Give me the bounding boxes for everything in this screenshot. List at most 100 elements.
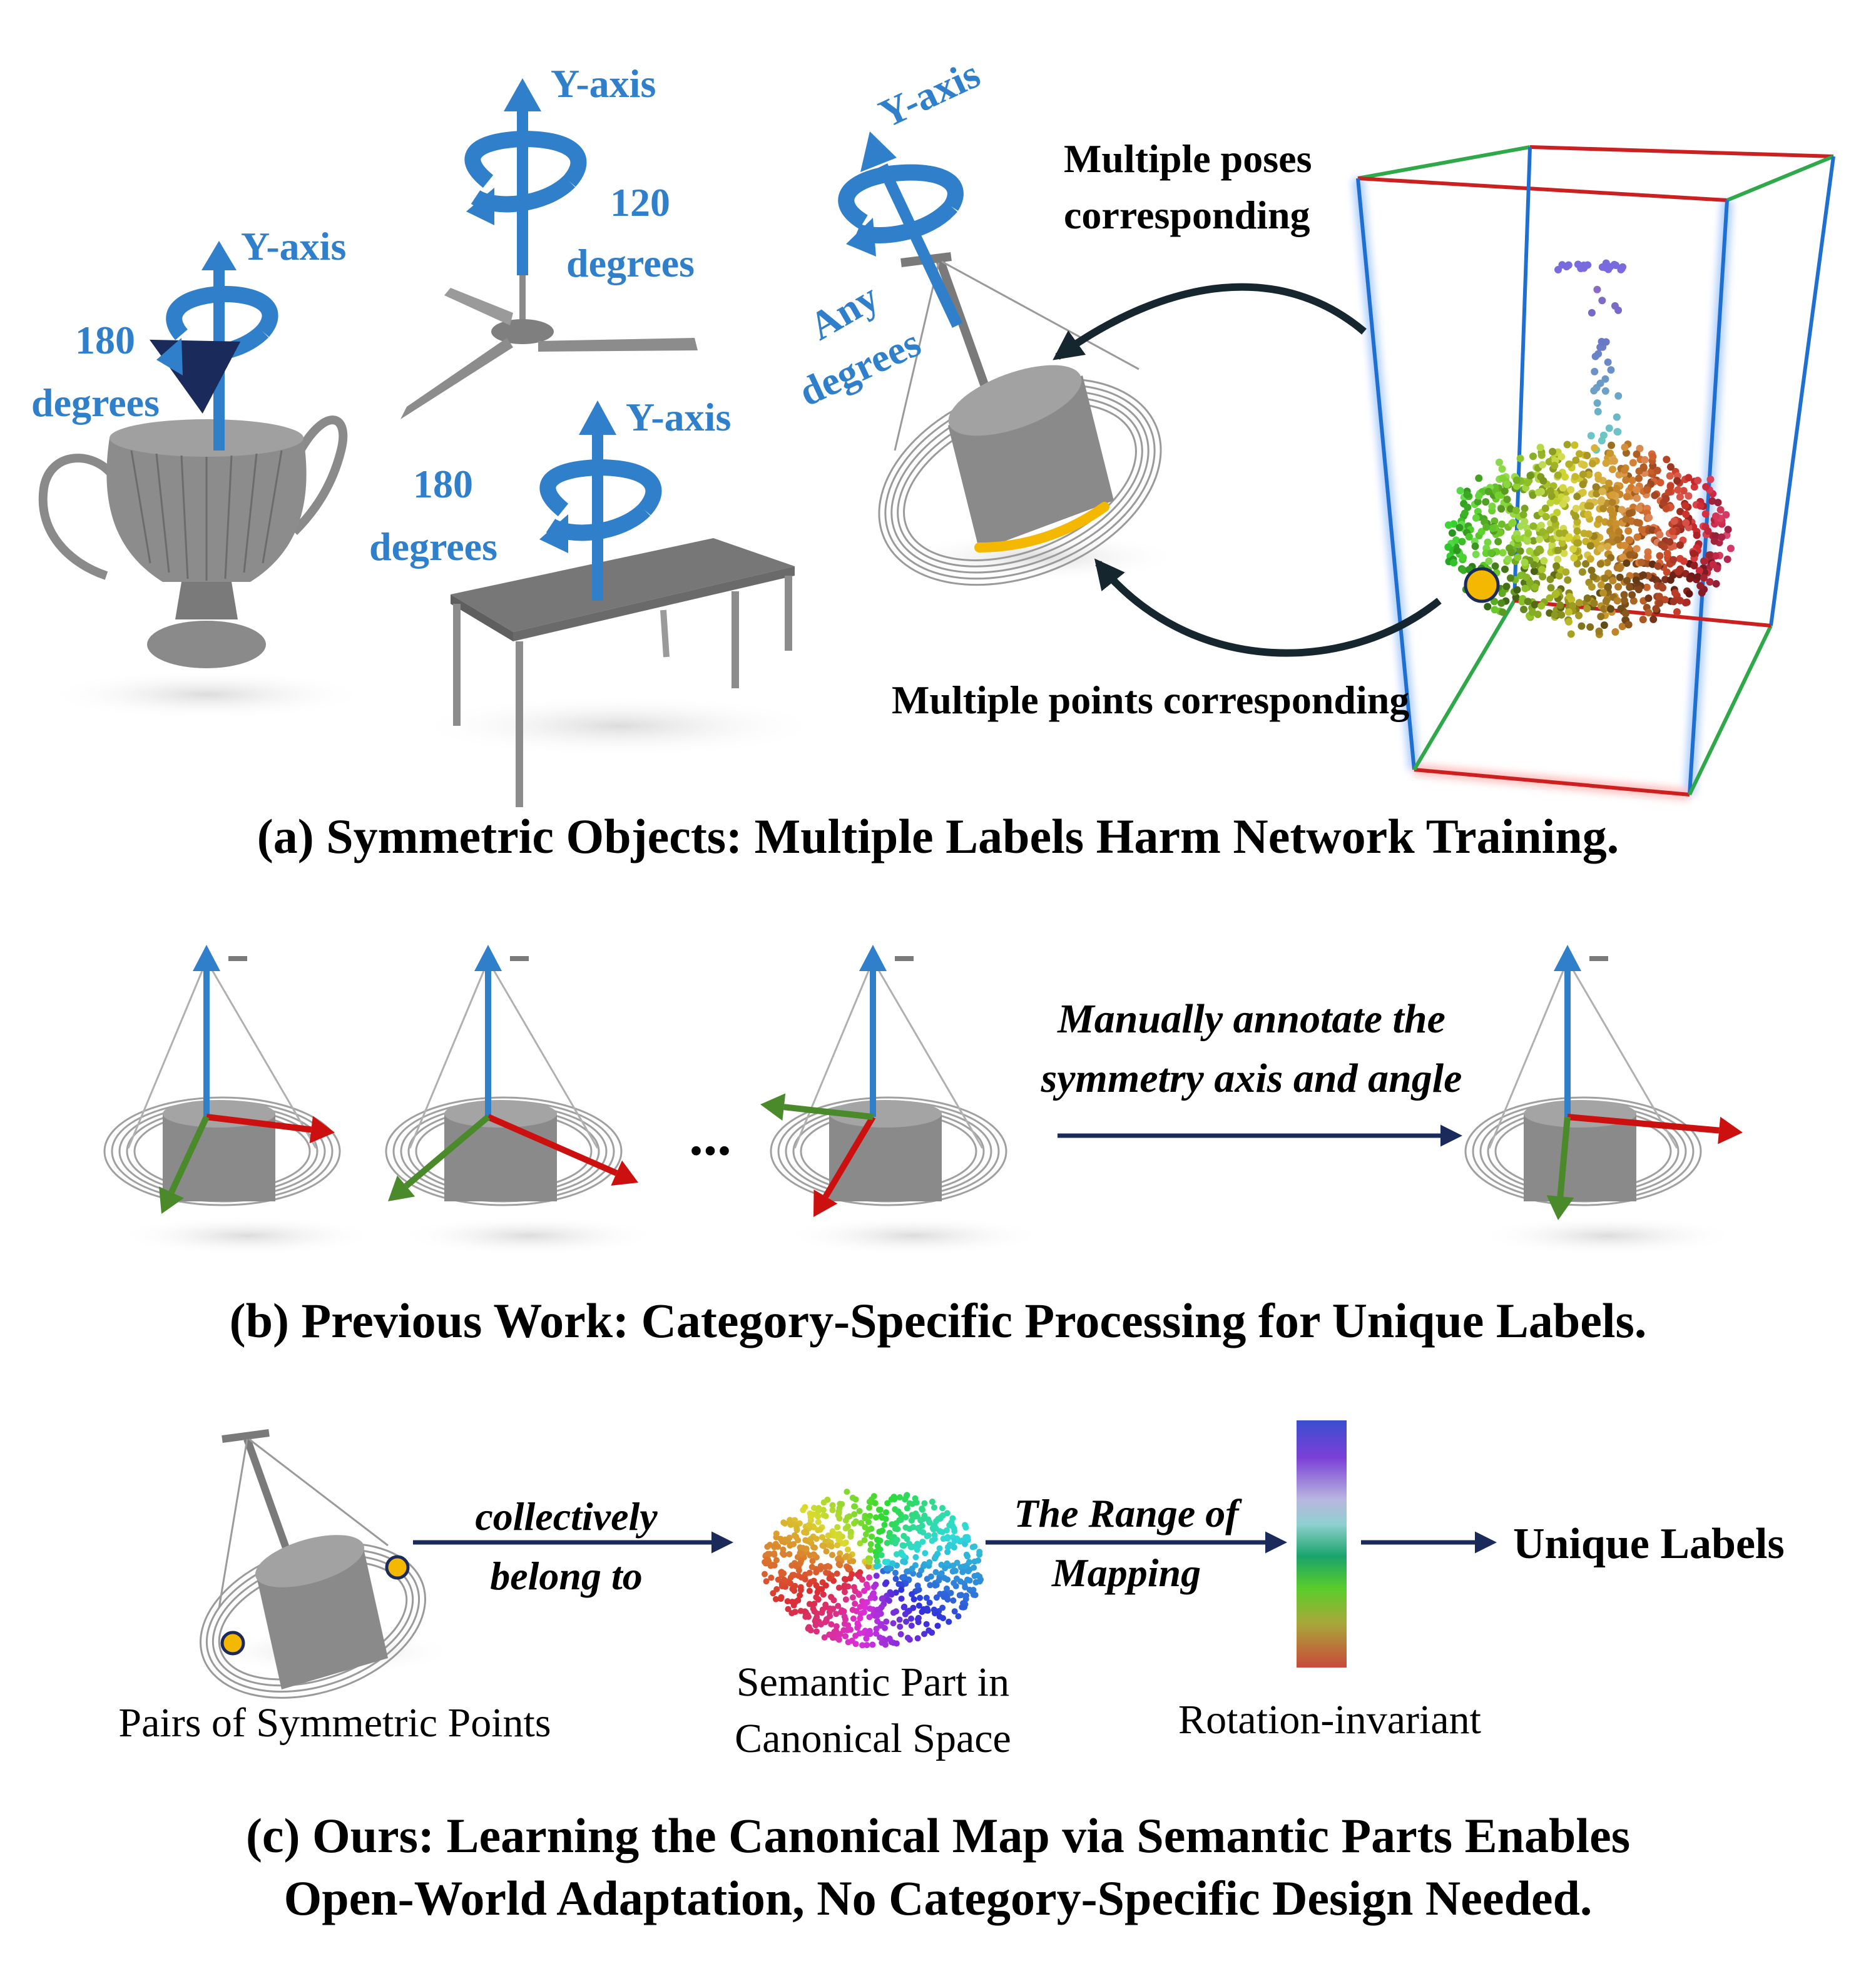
cloud-point	[1726, 544, 1735, 553]
cloud-point	[900, 1558, 907, 1565]
cloud-point	[1685, 492, 1693, 500]
cloud-point	[1498, 465, 1506, 473]
cloud-point	[872, 1514, 879, 1521]
cloud-point	[1666, 576, 1675, 584]
cloud-point	[1604, 584, 1612, 592]
cloud-point	[842, 1633, 849, 1640]
cloud-point	[921, 1500, 928, 1507]
cloud-point	[1509, 519, 1517, 527]
cloud-point	[1497, 599, 1506, 607]
cloud-point	[1668, 527, 1676, 536]
cloud-point	[1573, 492, 1581, 501]
cloud-point	[930, 1504, 937, 1511]
cloud-point	[1676, 507, 1685, 516]
cloud-point	[1709, 560, 1717, 568]
cloud-point	[841, 1540, 848, 1547]
cloud-point	[1623, 559, 1631, 568]
cloud-point	[1638, 526, 1646, 534]
cloud-point	[889, 1560, 896, 1567]
cloud-point	[1696, 582, 1705, 590]
cloud-point	[1582, 560, 1590, 568]
symmetric-lamp	[200, 1429, 457, 1699]
cloud-point	[820, 1542, 827, 1549]
cloud-point	[1472, 551, 1480, 559]
cloud-point	[1550, 515, 1558, 523]
cloud-point	[932, 1582, 939, 1589]
cloud-point	[867, 1540, 874, 1547]
cloud-point	[1612, 261, 1620, 269]
cloud-point	[888, 1496, 895, 1503]
cloud-point	[770, 1590, 777, 1597]
cloud-point	[1656, 599, 1664, 607]
cloud-point	[921, 1631, 928, 1637]
cloud-point	[866, 1574, 873, 1581]
cloud-point	[1562, 568, 1570, 576]
cloud-point	[910, 1596, 917, 1602]
cloud-point	[1591, 367, 1599, 375]
cloud-point	[1461, 509, 1469, 517]
cloud-point	[1671, 589, 1679, 597]
cloud-point	[864, 1642, 870, 1649]
cloud-point	[962, 1584, 969, 1591]
cloud-point	[892, 1525, 899, 1532]
lamp-y-axis-arrow	[838, 131, 964, 328]
cloud-point	[1547, 584, 1555, 592]
cloud-point	[797, 1560, 803, 1567]
cloud-point	[939, 1505, 946, 1512]
cloud-point	[941, 1594, 947, 1601]
cloud-point	[1676, 596, 1684, 604]
points-arrow	[1094, 558, 1442, 657]
cloud-point	[808, 1564, 815, 1571]
cloud-point	[1682, 510, 1690, 518]
cloud-point	[1633, 518, 1641, 526]
cloud-point	[1603, 559, 1611, 567]
cloud-point	[895, 1508, 902, 1515]
cloud-point	[1588, 566, 1596, 574]
cloud-point	[1656, 552, 1664, 560]
cloud-point	[813, 1569, 820, 1576]
cloud-point	[837, 1550, 844, 1557]
cloud-point	[805, 1625, 812, 1632]
cloud-point	[936, 1545, 943, 1552]
cloud-point	[962, 1524, 969, 1531]
cloud-point	[963, 1592, 970, 1599]
cloud-point	[976, 1578, 983, 1585]
cloud-point	[1514, 553, 1522, 561]
cloud-point	[1498, 589, 1506, 598]
cloud-point	[862, 1515, 869, 1522]
cloud-point	[1700, 557, 1708, 565]
cloud-point	[956, 1592, 963, 1599]
cloud-point	[899, 1542, 906, 1549]
cloud-point	[1499, 549, 1507, 557]
cloud-point	[781, 1576, 788, 1583]
lamp-object	[878, 252, 1183, 586]
cloud-point	[1633, 545, 1641, 553]
cloud-point	[826, 1575, 833, 1582]
cloud-point	[805, 1613, 812, 1620]
cloud-point	[1583, 452, 1591, 460]
cloud-point	[1663, 568, 1671, 576]
caption-c-line1: (c) Ours: Learning the Canonical Map via…	[246, 1808, 1630, 1863]
cloud-point	[821, 1634, 828, 1641]
cloud-point	[1608, 498, 1616, 506]
cloud-point	[1596, 560, 1604, 568]
cloud-point	[1569, 545, 1577, 553]
cloud-point	[884, 1500, 891, 1507]
cloud-point	[839, 1607, 845, 1614]
cloud-point	[1625, 509, 1633, 517]
cloud-point	[1622, 476, 1630, 484]
cloud-point	[874, 1606, 881, 1613]
cloud-point	[1458, 537, 1466, 546]
cloud-point	[1724, 526, 1732, 534]
cloud-point	[1615, 527, 1623, 536]
cloud-point	[863, 1581, 870, 1588]
cloud-point	[914, 1587, 921, 1594]
cloud-point	[1513, 586, 1521, 594]
cloud-point	[790, 1572, 797, 1579]
cloud-point	[1539, 461, 1547, 469]
section-c: Pairs of Symmetric Points collectively b…	[118, 1420, 1785, 1925]
cloud-point	[1680, 557, 1688, 565]
cloud-point	[1516, 454, 1524, 462]
cloud-point	[854, 1620, 861, 1627]
